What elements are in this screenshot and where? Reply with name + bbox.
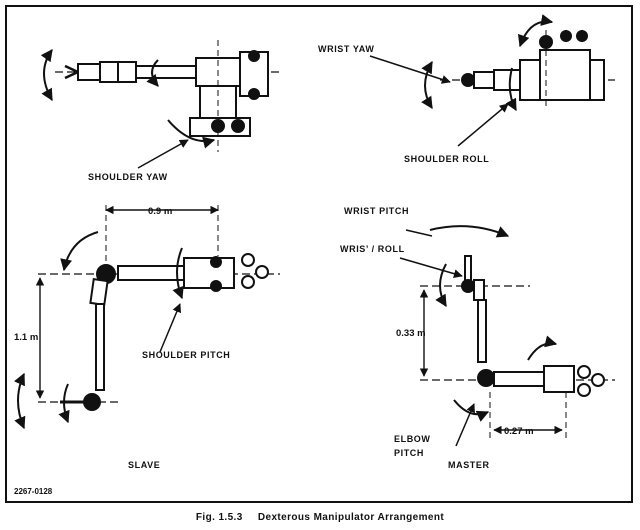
label-wrist-roll: WRIS’ / ROLL <box>340 244 405 254</box>
drawing-number: 2267-0128 <box>14 487 53 496</box>
label-shoulder-yaw: SHOULDER YAW <box>88 172 168 182</box>
label-elbow: ELBOW <box>394 434 431 444</box>
dim-master-width: 0.27 m <box>504 426 534 437</box>
master-view <box>399 225 615 447</box>
figure-caption: Fig. 1.5.3 Dexterous Manipulator Arrange… <box>0 512 640 523</box>
caption-number: Fig. 1.5.3 <box>195 512 243 523</box>
label-shoulder-pitch: SHOULDER PITCH <box>142 350 230 360</box>
label-elbow-pitch: PITCH <box>394 448 424 458</box>
label-slave: SLAVE <box>128 460 160 470</box>
top-left-view <box>40 40 280 169</box>
caption-title: Dexterous Manipulator Arrangement <box>257 512 445 523</box>
label-shoulder-roll: SHOULDER ROLL <box>404 154 489 164</box>
label-master: MASTER <box>448 460 490 470</box>
dim-slave-width: 0.9 m <box>148 206 172 217</box>
top-right-view <box>369 14 615 147</box>
label-wrist-yaw: WRIST YAW <box>318 44 374 54</box>
dim-master-height: 0.33 m <box>396 328 426 339</box>
dim-slave-height: 1.1 m <box>14 332 38 343</box>
figure-frame <box>5 5 633 503</box>
slave-view <box>14 205 280 430</box>
label-wrist-pitch: WRIST PITCH <box>344 206 409 216</box>
